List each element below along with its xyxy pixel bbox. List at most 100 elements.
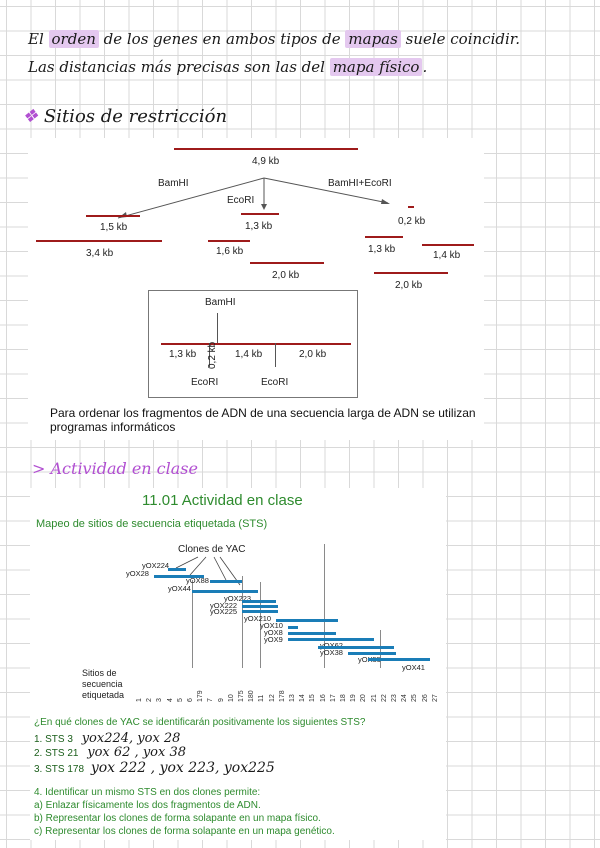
answer-label: 1. STS 3 [34,734,73,745]
fragment-label: 1,5 kb [100,222,128,233]
clone-bar [318,646,394,649]
sts-line [380,630,381,668]
clone-bar [242,610,278,613]
sts-site-label: 175 [238,690,245,702]
fragment-1-5 [86,215,140,217]
fragment-label: 2,0 kb [395,280,423,291]
fragment-2-0b [374,272,448,274]
enzyme-label-bamhi: BamHI [158,178,189,189]
sts-site-label: 23 [391,694,398,702]
answer-row-2: 2. STS 21 yox 62 , yox 38 [34,745,186,760]
map-bamhi-label: BamHI [205,297,236,308]
fragment-label: 3,4 kb [86,248,114,259]
note-text: de los genes en ambos tipos de [98,30,346,48]
sts-site-label: 16 [319,694,327,702]
question-4-option-a: a) Enlazar físicamente los dos fragmento… [34,800,261,811]
clone-bar [288,638,374,641]
sts-site-label: 2 [146,698,154,702]
fragment-label: 1,3 kb [368,244,396,255]
answer-label: 3. STS 178 [34,764,85,775]
question-4-option-c: c) Representar los clones de forma solap… [34,826,335,837]
answer-row-1: 1. STS 3 yox224, yox 28 [34,731,180,746]
note-highlight: orden [48,30,99,48]
section-title-restriction: ❖ Sitios de restricción [22,106,227,127]
sts-site-label: 3 [156,698,164,702]
enzyme-label-ecori: EcoRI [227,195,255,206]
ecori-tick-2 [275,343,276,367]
clone-label: yOX10 [260,621,283,630]
sts-site-label: 19 [350,694,358,702]
clone-label: yOX62 [320,642,343,650]
sts-site-label: 1 [136,698,143,702]
full-fragment-label: 4,9 kb [252,156,280,167]
question-4-option-b: b) Representar los clones de forma solap… [34,813,321,824]
sts-site-label: 13 [289,694,296,702]
map-ecori-label-1: EcoRI [191,377,219,388]
ecori-tick-1 [209,343,210,367]
answer-handwritten: yox 62 , yox 38 [87,745,187,760]
clone-label: yOX210 [244,614,272,623]
fragment-2-0 [250,262,324,264]
clone-bar [368,658,430,661]
arrowhead-mid [261,204,267,210]
clone-label: yOX223 [224,594,252,603]
clones-header: Clones de YAC [178,544,246,555]
clone-bar [154,575,204,578]
map-label-0-2: 0,2 kb [207,341,218,369]
clone-label: yOX38 [320,648,343,657]
sts-axis-line: Sitios de [82,668,117,678]
clone-label: yOX28 [126,569,149,578]
fragment-3-4 [36,240,162,242]
bullet-icon: ❖ [22,106,44,127]
sts-axis-line: etiquetada [82,690,125,700]
sts-site-label: 15 [309,694,317,702]
pointer [175,556,199,569]
sts-site-label: 18 [340,694,347,702]
sts-line [192,580,193,668]
sts-site-label: 12 [268,694,276,702]
section-title-text: Sitios de restricción [43,106,228,127]
map-label-2-0: 2,0 kb [299,349,327,360]
clone-label: yOX41 [402,663,425,672]
map-ecori-label-2: EcoRI [261,377,289,388]
sts-site-label: 10 [227,694,235,702]
sts-site-label: 24 [401,694,409,702]
sts-site-label: 6 [187,698,194,702]
clone-bar [192,590,258,593]
note-line-2: Las distancias más precisas son las del … [28,58,427,76]
map-line [161,343,351,345]
note-line-1: El orden de los genes en ambos tipos de … [28,30,520,48]
arrow-left [117,177,265,219]
fragment-0-2 [408,206,414,208]
clone-bar [276,619,338,622]
sts-site-label: 9 [217,698,225,702]
sts-site-label: 178 [278,690,286,702]
sts-site-label: 179 [197,690,205,702]
note-text: Las distancias más precisas son las del [28,58,330,76]
restriction-map-box: BamHI 1,3 kb 0,2 kb 1,4 kb 2,0 kb EcoRI … [148,290,358,398]
clone-label: yOX9 [264,635,283,644]
note-highlight: mapas [345,30,401,48]
fragment-label: 0,2 kb [398,216,426,227]
sts-axis-label: Sitios de secuencia etiquetada [82,668,124,701]
sts-site-label: 20 [360,694,368,702]
clone-bar [288,632,336,635]
answer-row-3: 3. STS 178 yox 222 , yox 223, yox225 [34,760,275,776]
fragment-label: 2,0 kb [272,270,300,281]
clone-bar [242,600,276,603]
sts-site-label: 5 [176,698,184,702]
note-text: suele coincidir. [400,30,521,48]
clone-label: yOX88 [186,576,209,585]
clone-label: yOX224 [142,561,170,570]
sts-site-label: 7 [207,698,215,702]
clone-bar [288,626,298,629]
sts-site-label: 22 [380,694,388,702]
sts-line [260,582,261,668]
map-label-1-3: 1,3 kb [169,349,197,360]
sts-site-label: 180 [248,690,256,702]
sts-line [324,544,325,668]
section-title-activity: > Actividad en clase [32,459,198,478]
clone-label: yOX225 [210,607,238,616]
note-text: El [28,30,49,48]
